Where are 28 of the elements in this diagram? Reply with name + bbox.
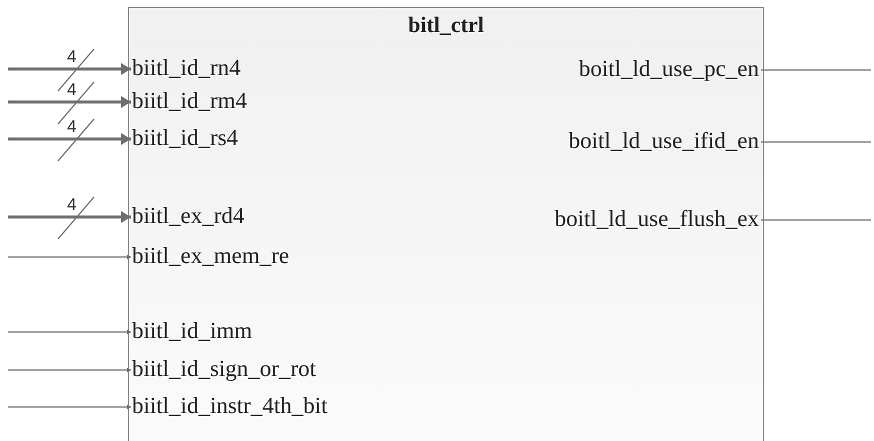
input-port-name: biitl_id_imm [132,318,252,344]
bus-width-label: 4 [67,118,76,136]
output-port-name: boitl_ld_use_flush_ex [554,206,759,232]
module-name: bitl_ctrl [407,13,485,37]
input-port-name: biitl_id_rm4 [132,88,247,114]
signal-line [761,141,871,143]
output-port-name: boitl_ld_use_pc_en [578,56,759,82]
signal-arrow [8,368,131,372]
signal-arrow [8,330,131,334]
input-port-name: biitl_id_instr_4th_bit [132,393,328,419]
signal-arrow [8,404,131,410]
bus-arrow [8,133,131,145]
input-port-name: biitl_id_rs4 [132,125,238,151]
signal-line [761,219,871,221]
bus-arrow [8,96,131,108]
bus-arrow [8,211,131,223]
bus-width-label: 4 [67,48,76,66]
module-block [128,7,764,441]
input-port-name: biitl_id_rn4 [132,55,241,81]
bus-width-label: 4 [67,81,76,99]
input-port-name: biitl_ex_rd4 [132,203,244,229]
bus-width-label: 4 [67,196,76,214]
signal-arrow [8,254,131,260]
input-port-name: biitl_id_sign_or_rot [132,356,316,382]
signal-line [761,69,871,71]
input-port-name: biitl_ex_mem_re [132,243,290,269]
output-port-name: boitl_ld_use_ifid_en [568,128,759,154]
bus-arrow [8,63,131,75]
